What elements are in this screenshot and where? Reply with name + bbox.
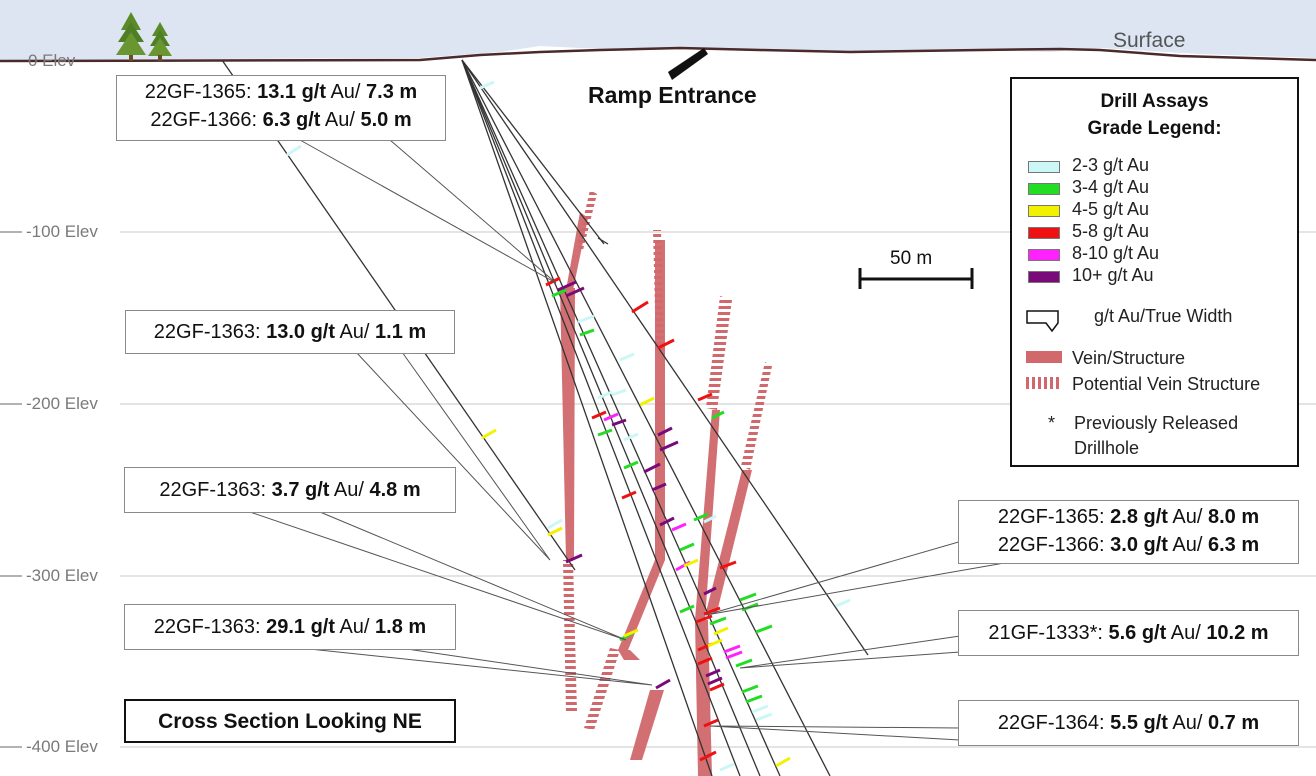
hole-id: 22GF-1363: xyxy=(153,321,267,343)
grade-unit: Au/ xyxy=(1167,534,1208,556)
vein-swatch xyxy=(1026,351,1062,363)
callout-line: 22GF-1366: 3.0 g/t Au/ 6.3 m xyxy=(967,531,1290,559)
sky-band xyxy=(0,0,1316,60)
assay-callout: 22GF-1363: 29.1 g/t Au/ 1.8 m xyxy=(124,604,456,650)
legend-label: 5-8 g/t Au xyxy=(1072,221,1150,241)
assay-callout: 22GF-1363: 13.0 g/t Au/ 1.1 m xyxy=(125,310,455,354)
callout-line: 21GF-1333*: 5.6 g/t Au/ 10.2 m xyxy=(967,613,1290,653)
elevation-label: 0 Elev xyxy=(28,51,76,70)
callout-leaders xyxy=(249,139,1011,741)
callout-symbol-icon xyxy=(1026,310,1059,333)
callout-line: 22GF-1363: 29.1 g/t Au/ 1.8 m xyxy=(133,607,447,647)
ramp-entrance-label: Ramp Entrance xyxy=(588,82,757,108)
scale-label: 50 m xyxy=(890,248,933,269)
true-width: 7.3 m xyxy=(366,81,418,103)
callout-line: 22GF-1366: 6.3 g/t Au/ 5.0 m xyxy=(125,106,437,134)
callout-line: 22GF-1365: 2.8 g/t Au/ 8.0 m xyxy=(967,503,1290,531)
grade-unit: Au/ xyxy=(329,479,370,501)
callout-line: 22GF-1364: 5.5 g/t Au/ 0.7 m xyxy=(967,703,1290,743)
elevation-ticks xyxy=(0,60,22,748)
hole-id: 22GF-1365: xyxy=(997,506,1111,528)
grade-unit: Au/ xyxy=(1167,506,1208,528)
grade-value: 2.8 g/t xyxy=(1110,506,1168,528)
grade-value: 6.3 g/t xyxy=(262,109,321,131)
true-width: 6.3 m xyxy=(1207,534,1260,556)
true-width: 1.1 m xyxy=(375,321,427,343)
assay-callout: 22GF-1365: 2.8 g/t Au/ 8.0 m 22GF-1366: … xyxy=(958,500,1299,564)
legend-swatch xyxy=(1028,161,1060,173)
drillholes xyxy=(221,59,869,776)
hole-id: 22GF-1363: xyxy=(153,616,267,638)
grade-unit: Au/ xyxy=(326,81,367,103)
hole-id: 22GF-1366: xyxy=(997,534,1111,556)
hole-id: 22GF-1364: xyxy=(997,712,1111,734)
true-width: 5.0 m xyxy=(360,109,412,131)
legend-title: Grade Legend: xyxy=(1087,118,1222,139)
ramp-entrance-marker xyxy=(668,48,708,80)
elevation-label: -300 Elev xyxy=(26,566,98,585)
grade-value: 29.1 g/t xyxy=(266,616,336,638)
legend-swatch xyxy=(1028,183,1060,195)
true-width: 0.7 m xyxy=(1207,712,1260,734)
elevation-label: -200 Elev xyxy=(26,394,98,413)
grade-unit: Au/ xyxy=(1166,622,1207,644)
true-width: 4.8 m xyxy=(369,479,421,501)
assay-callout: 21GF-1333*: 5.6 g/t Au/ 10.2 m xyxy=(958,610,1299,656)
grade-legend: Drill Assays Grade Legend: 2-3 g/t Au 3-… xyxy=(1010,77,1299,467)
potential-vein-swatch xyxy=(1026,377,1062,389)
hole-id: 22GF-1365: xyxy=(144,81,258,103)
grade-value: 3.0 g/t xyxy=(1110,534,1168,556)
legend-label: Previously Released xyxy=(1074,413,1239,433)
callout-line: 22GF-1365: 13.1 g/t Au/ 7.3 m xyxy=(125,78,437,106)
assay-callout: 22GF-1365: 13.1 g/t Au/ 7.3 m 22GF-1366:… xyxy=(116,75,446,141)
elevation-label: -400 Elev xyxy=(26,737,98,756)
callout-line: 22GF-1363: 13.0 g/t Au/ 1.1 m xyxy=(134,313,446,351)
surface-label: Surface xyxy=(1113,29,1186,52)
legend-label: Drillhole xyxy=(1074,438,1140,458)
legend-star: * xyxy=(1048,413,1056,433)
grade-value: 3.7 g/t xyxy=(271,479,330,501)
legend-swatch xyxy=(1028,249,1060,261)
legend-label: 3-4 g/t Au xyxy=(1072,177,1150,197)
tree-icon xyxy=(148,22,172,61)
assay-callout: 22GF-1363: 3.7 g/t Au/ 4.8 m xyxy=(124,467,456,513)
true-width: 10.2 m xyxy=(1206,622,1269,644)
grade-value: 13.0 g/t xyxy=(266,321,336,343)
true-width: 1.8 m xyxy=(375,616,427,638)
tree-icon xyxy=(116,12,146,61)
legend-label: 2-3 g/t Au xyxy=(1072,155,1150,175)
legend-label: Vein/Structure xyxy=(1072,348,1186,368)
callout-line: 22GF-1363: 3.7 g/t Au/ 4.8 m xyxy=(133,470,447,510)
legend-label: g/t Au/True Width xyxy=(1094,306,1233,326)
legend-swatch xyxy=(1028,271,1060,283)
assay-callout: 22GF-1364: 5.5 g/t Au/ 0.7 m xyxy=(958,700,1299,746)
grade-unit: Au/ xyxy=(1167,712,1208,734)
hole-id: 22GF-1366: xyxy=(150,109,263,131)
grade-value: 5.6 g/t xyxy=(1108,622,1167,644)
grade-unit: Au/ xyxy=(335,616,376,638)
true-width: 8.0 m xyxy=(1207,506,1260,528)
surface-line xyxy=(0,46,1316,63)
hole-id: 21GF-1333*: xyxy=(988,622,1109,644)
legend-label: 10+ g/t Au xyxy=(1072,265,1154,285)
legend-swatch xyxy=(1028,227,1060,239)
section-title: Cross Section Looking NE xyxy=(124,699,456,743)
grade-unit: Au/ xyxy=(335,321,376,343)
scale-bar xyxy=(858,268,974,289)
grade-unit: Au/ xyxy=(320,109,361,131)
legend-label: Potential Vein Structure xyxy=(1072,374,1261,394)
legend-label: 8-10 g/t Au xyxy=(1072,243,1160,263)
grade-value: 5.5 g/t xyxy=(1110,712,1168,734)
legend-label: 4-5 g/t Au xyxy=(1072,199,1150,219)
elevation-label: -100 Elev xyxy=(26,222,98,241)
hole-id: 22GF-1363: xyxy=(159,479,272,501)
potential-vein-structures xyxy=(563,190,772,730)
grade-value: 13.1 g/t xyxy=(257,81,327,103)
legend-title: Drill Assays xyxy=(1100,91,1209,112)
legend-swatch xyxy=(1028,205,1060,217)
